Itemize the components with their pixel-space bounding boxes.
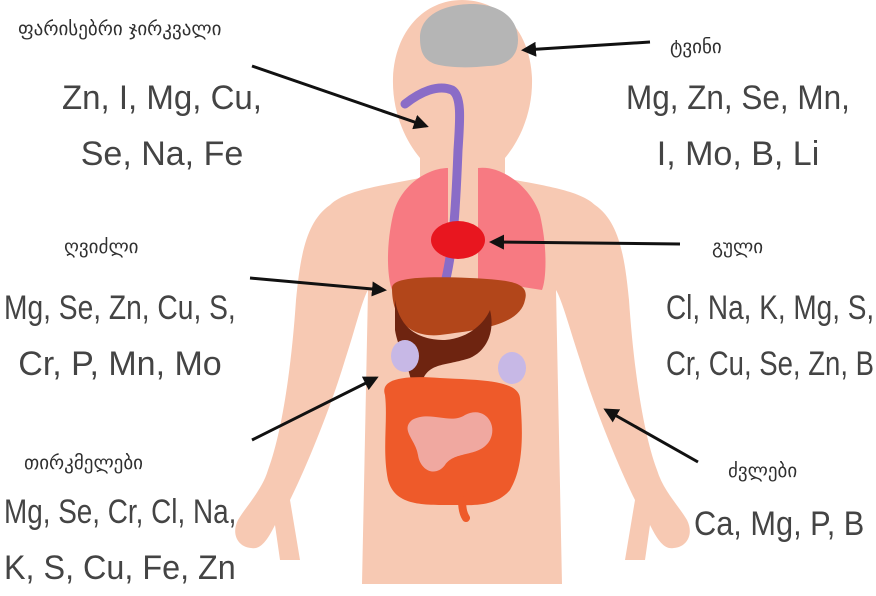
heart-organ [431, 221, 485, 259]
brain-title: ტვინი [670, 36, 722, 58]
bones-title: ძვლები [728, 460, 797, 482]
bones-elements: Ca, Mg, P, B [694, 496, 864, 552]
liver-elements-line-2: Cr, P, Mn, Mo [4, 336, 236, 392]
brain-elements-line-1: Mg, Zn, Se, Mn, [626, 70, 833, 126]
thyroid-elements: Zn, I, Mg, Cu, Se, Na, Fe [62, 70, 262, 182]
heart-title: გული [712, 236, 763, 258]
heart-elements: Cl, Na, K, Mg, S, Cr, Cu, Se, Zn, B [666, 280, 874, 392]
kidneys-elements: Mg, Se, Cr, Cl, Na, K, S, Cu, Fe, Zn [4, 484, 236, 596]
rectum [462, 500, 466, 518]
heart-elements-line-1: Cl, Na, K, Mg, S, [666, 280, 837, 336]
bones-elements-line-1: Ca, Mg, P, B [694, 496, 848, 552]
brain-elements: Mg, Zn, Se, Mn, I, Mo, B, Li [626, 70, 850, 182]
heart-arrow [492, 242, 680, 244]
kidneys-title: თირკმელები [24, 452, 143, 474]
liver-elements-line-1: Mg, Se, Zn, Cu, S, [4, 280, 196, 336]
kidneys-elements-line-2: K, S, Cu, Fe, Zn [4, 540, 225, 596]
brain-organ [420, 4, 518, 67]
liver-elements: Mg, Se, Zn, Cu, S, Cr, P, Mn, Mo [4, 280, 236, 392]
thyroid-elements-line-1: Zn, I, Mg, Cu, [62, 70, 256, 126]
brain-arrow [524, 42, 650, 50]
heart-elements-line-2: Cr, Cu, Se, Zn, B [666, 336, 834, 392]
kidneys-elements-line-1: Mg, Se, Cr, Cl, Na, [4, 484, 194, 540]
brain-elements-line-2: I, Mo, B, Li [626, 126, 850, 182]
liver-title: ღვიძლი [64, 236, 139, 258]
thyroid-title: ფარისებრი ჯირკვალი [18, 18, 221, 40]
right-kidney [498, 352, 526, 384]
thyroid-elements-line-2: Se, Na, Fe [62, 126, 262, 182]
left-kidney [391, 340, 419, 372]
